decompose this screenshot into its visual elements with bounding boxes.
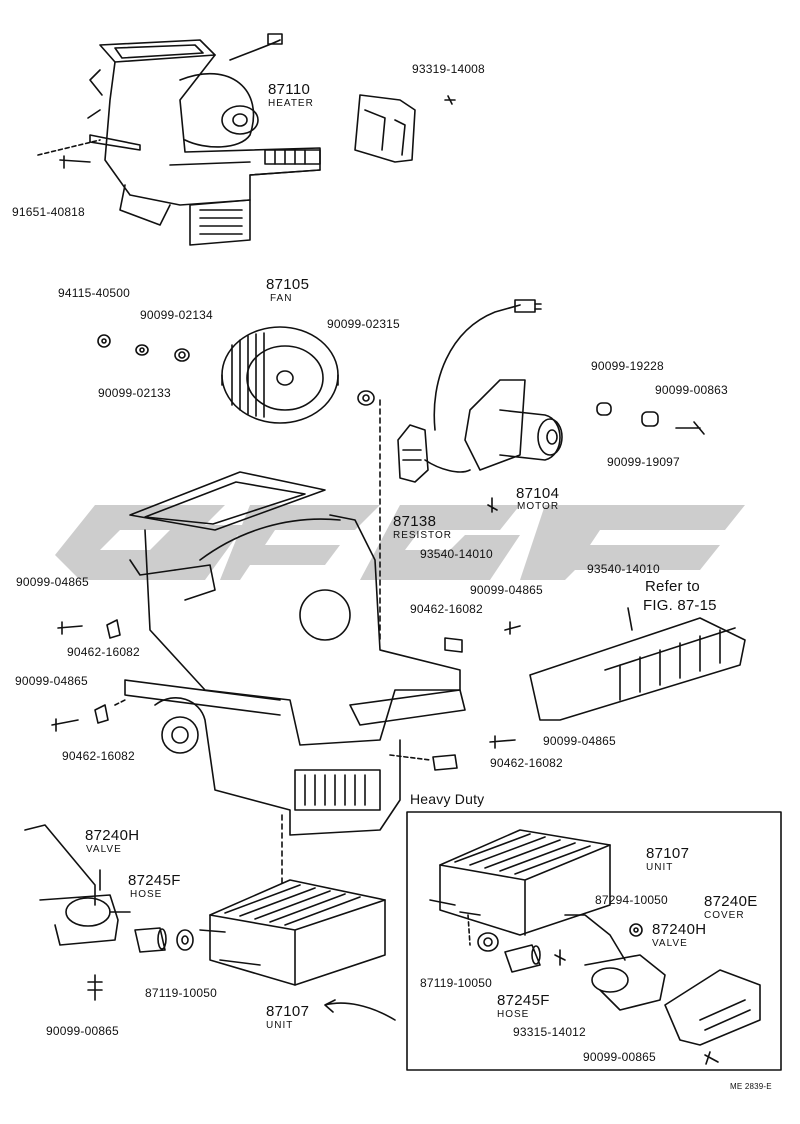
screw-90099-00863 [675, 421, 705, 435]
fan-label: FAN [270, 293, 293, 304]
refer-to-text: Refer to [645, 578, 700, 595]
bracket-part [354, 94, 416, 163]
clip-90462-a [106, 619, 121, 639]
cover-label: COVER [704, 910, 745, 921]
part-number-91651-40818: 91651-40818 [12, 205, 85, 219]
part-number-87119-10050-b: 87119-10050 [420, 976, 493, 990]
screw-90099-04865-d [489, 735, 516, 749]
drawing-number: ME 2839-E [730, 1082, 772, 1091]
clip-90462-c [444, 637, 463, 653]
washer-90099-02133 [135, 344, 149, 356]
part-number-90099-00865-a: 90099-00865 [46, 1024, 119, 1038]
part-number-87138: 87138 [393, 513, 437, 530]
unit-label-a: UNIT [266, 1020, 294, 1031]
washer-90099-02315 [357, 390, 375, 406]
part-number-87107-a: 87107 [266, 1003, 310, 1020]
hose-label-b: HOSE [497, 1009, 530, 1020]
part-number-87104: 87104 [516, 485, 560, 502]
screw-90099-00865-a [87, 974, 103, 1001]
clamp-87119-a [176, 929, 194, 951]
part-number-93319-14008: 93319-14008 [412, 62, 485, 76]
clip-90462-d [432, 754, 458, 771]
heavy-duty-title: Heavy Duty [410, 791, 485, 807]
part-number-87294-10050: 87294-10050 [595, 893, 668, 907]
screw-91651 [37, 139, 101, 169]
part-number-90099-19228: 90099-19228 [591, 359, 664, 373]
fan-87105 [221, 326, 339, 424]
valve-label-b: VALVE [652, 938, 688, 949]
clamp-87119-b [477, 932, 499, 952]
hose-87245F-b [504, 944, 541, 973]
part-number-94115-40500: 94115-40500 [58, 286, 131, 300]
cover-87240E [664, 969, 761, 1046]
hose-87245F-a [134, 927, 167, 953]
heater-case [124, 471, 466, 836]
heater-assembly-87110 [87, 33, 321, 246]
part-number-87110: 87110 [268, 81, 311, 98]
clip-90462-b [94, 704, 109, 724]
grommet-90099-19228 [596, 402, 612, 416]
unit-87107-b [429, 829, 611, 936]
part-number-93540-14010-b: 93540-14010 [587, 562, 660, 576]
part-number-87240H-a: 87240H [85, 827, 140, 844]
figure-reference: FIG. 87-15 [643, 597, 717, 614]
part-number-90099-02315: 90099-02315 [327, 317, 400, 331]
part-number-90099-19097: 90099-19097 [607, 455, 680, 469]
part-number-90099-04865-a: 90099-04865 [16, 575, 89, 589]
part-number-87245F-a: 87245F [128, 872, 181, 889]
part-number-87107-b: 87107 [646, 845, 690, 862]
watermark-logo [55, 505, 745, 580]
valve-87240H-b [564, 914, 666, 1011]
part-number-87240H-b: 87240H [652, 921, 707, 938]
screw-93540-a [487, 497, 498, 513]
screw-90099-00865-b [704, 1051, 719, 1065]
screw-90099-04865-b [51, 718, 79, 732]
nut-94115 [97, 334, 111, 348]
part-number-90099-00865-b: 90099-00865 [583, 1050, 656, 1064]
part-number-90099-00863: 90099-00863 [655, 383, 728, 397]
part-number-93315-14012: 93315-14012 [513, 1025, 586, 1039]
hose-label-a: HOSE [130, 889, 163, 900]
heavy-duty-box [406, 811, 782, 1071]
screw-93315-14012 [554, 949, 566, 966]
part-number-90099-02133: 90099-02133 [98, 386, 171, 400]
part-number-90462-16082-c: 90462-16082 [410, 602, 483, 616]
part-number-87240E: 87240E [704, 893, 758, 910]
unit-87107-a [199, 879, 386, 986]
part-number-90099-02134: 90099-02134 [140, 308, 213, 322]
part-number-90099-04865-b: 90099-04865 [15, 674, 88, 688]
part-number-90462-16082-a: 90462-16082 [67, 645, 140, 659]
motor-87104 [433, 299, 563, 471]
nut-87294-10050 [629, 923, 643, 937]
part-number-90462-16082-b: 90462-16082 [62, 749, 135, 763]
washer-90099-02134 [174, 348, 190, 362]
part-number-90099-04865-d: 90099-04865 [543, 734, 616, 748]
part-number-90462-16082-d: 90462-16082 [490, 756, 563, 770]
motor-label: MOTOR [517, 501, 560, 512]
valve-87240H-a [24, 824, 131, 946]
air-duct [529, 607, 746, 721]
resistor-label: RESISTOR [393, 530, 452, 541]
screw-90099-04865-a [57, 621, 83, 635]
part-number-87119-10050-a: 87119-10050 [145, 986, 218, 1000]
grommet-90099-19097 [641, 411, 659, 427]
screw-93319 [444, 95, 456, 105]
part-number-90099-04865-c: 90099-04865 [470, 583, 543, 597]
part-number-87245F-b: 87245F [497, 992, 550, 1009]
part-number-93540-14010-a: 93540-14010 [420, 547, 493, 561]
heater-label: HEATER [268, 98, 314, 109]
resistor-87138 [379, 399, 471, 641]
part-number-87105: 87105 [266, 276, 310, 293]
valve-label-a: VALVE [86, 844, 122, 855]
screw-90099-04865-c [504, 621, 521, 635]
unit-label-b: UNIT [646, 862, 674, 873]
